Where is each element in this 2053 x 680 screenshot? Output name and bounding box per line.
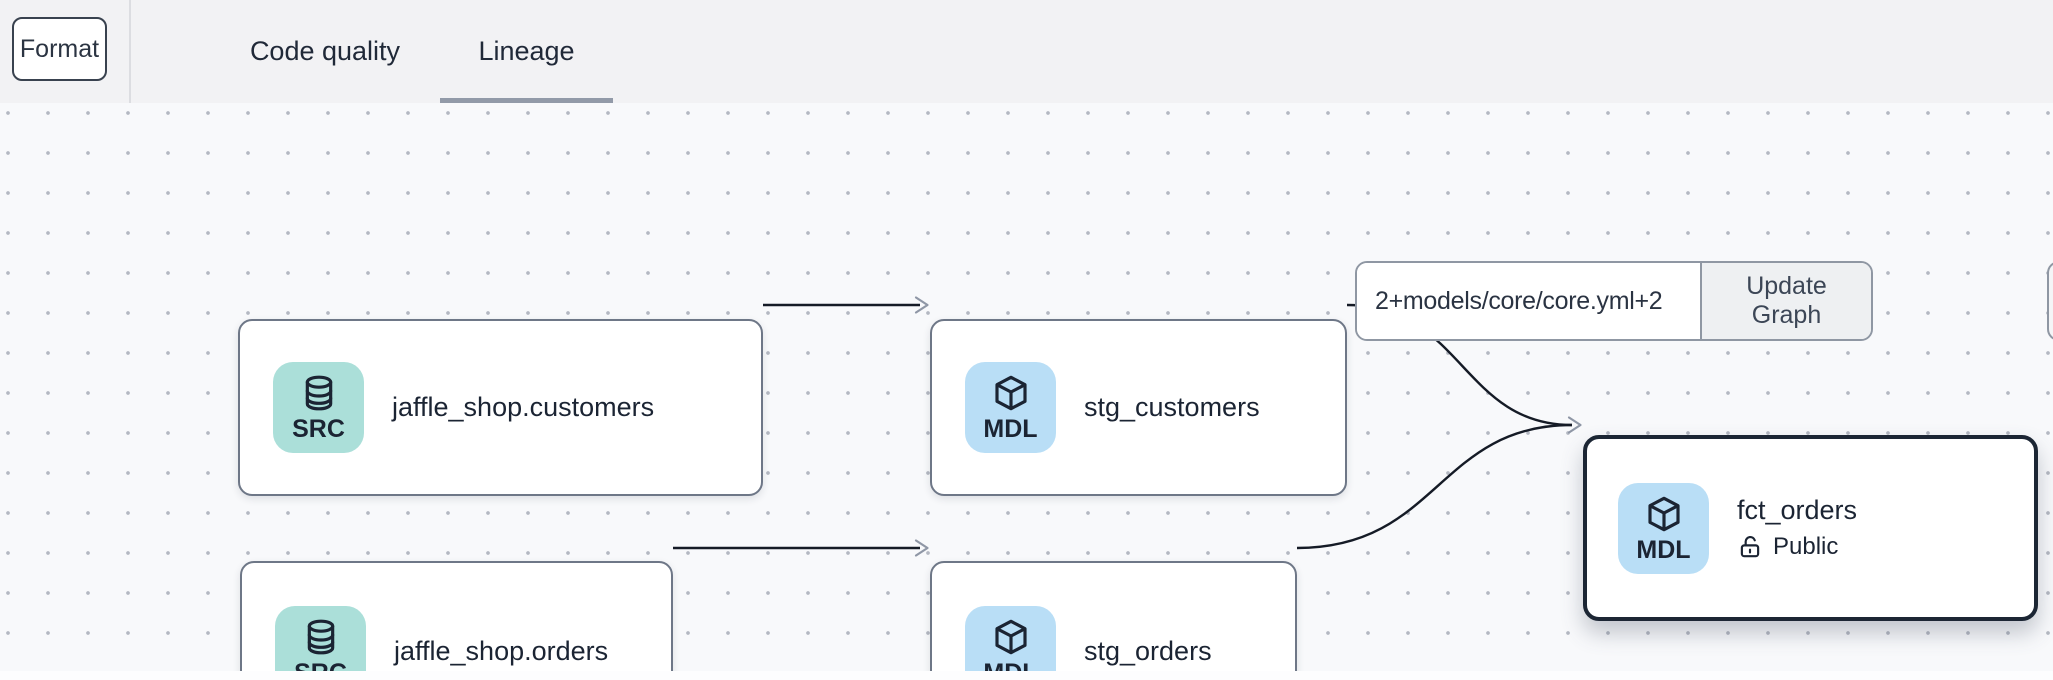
update-graph-button[interactable]: Update Graph bbox=[1700, 263, 1871, 339]
node-stg-orders[interactable]: MDL stg_orders bbox=[930, 561, 1297, 680]
format-button[interactable]: Format bbox=[12, 17, 107, 81]
database-icon bbox=[307, 619, 334, 654]
model-badge: MDL bbox=[965, 362, 1056, 453]
unlock-icon bbox=[1740, 535, 1760, 558]
node-title: stg_customers bbox=[1084, 392, 1260, 422]
bottom-strip bbox=[0, 671, 2053, 680]
model-badge: MDL bbox=[1618, 482, 1709, 574]
node-fct-orders[interactable]: MDL fct_orders Public bbox=[1583, 435, 2038, 621]
cube-icon bbox=[994, 375, 1027, 411]
source-badge: SRC bbox=[275, 605, 366, 680]
database-icon bbox=[305, 375, 332, 411]
node-stg-customers[interactable]: MDL stg_customers bbox=[930, 319, 1347, 496]
arrowhead-icon bbox=[1567, 416, 1582, 434]
model-badge: MDL bbox=[965, 605, 1056, 680]
tab-lineage[interactable]: Lineage bbox=[440, 0, 613, 103]
cube-icon bbox=[1647, 496, 1680, 531]
source-badge: SRC bbox=[273, 362, 364, 453]
lineage-canvas[interactable]: SRC jaffle_shop.customers MDL stg_custom… bbox=[0, 103, 2053, 680]
badge-label: MDL bbox=[1636, 535, 1691, 564]
tab-label: Lineage bbox=[478, 36, 575, 66]
access-label: Public bbox=[1773, 533, 1839, 560]
selector-input[interactable] bbox=[1357, 263, 1700, 339]
node-text: fct_orders Public bbox=[1737, 495, 1857, 561]
node-title: jaffle_shop.customers bbox=[392, 392, 655, 422]
partial-control[interactable] bbox=[2047, 261, 2053, 341]
badge-label: MDL bbox=[983, 415, 1038, 443]
node-title: jaffle_shop.orders bbox=[394, 635, 609, 666]
top-bar: Format Code quality Lineage bbox=[0, 0, 2053, 103]
topbar-divider bbox=[129, 0, 131, 103]
arrowhead-icon bbox=[914, 296, 929, 314]
node-title: fct_orders bbox=[1737, 495, 1858, 525]
arrowhead-icon bbox=[914, 539, 929, 557]
node-jaffle-shop-orders[interactable]: SRC jaffle_shop.orders bbox=[240, 561, 673, 680]
node-title: stg_orders bbox=[1084, 635, 1212, 666]
node-jaffle-shop-customers[interactable]: SRC jaffle_shop.customers bbox=[238, 319, 763, 496]
tab-label: Code quality bbox=[249, 36, 401, 66]
badge-label: SRC bbox=[292, 415, 345, 443]
access-row: Public bbox=[1737, 533, 1857, 561]
lineage-selector-group: Update Graph bbox=[1355, 261, 1873, 341]
tab-code-quality[interactable]: Code quality bbox=[225, 0, 425, 103]
cube-icon bbox=[994, 619, 1027, 654]
